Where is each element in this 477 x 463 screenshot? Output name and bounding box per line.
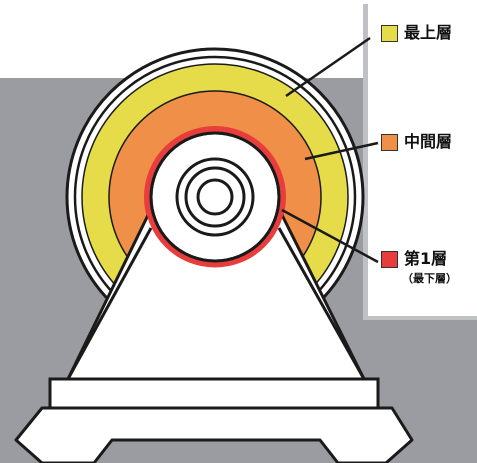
hub-ring-middle-front [184,166,246,228]
hub-disc-outline [149,131,281,263]
base-foot [14,406,414,463]
legend-item-middle-layer: 中間層 [381,132,452,152]
legend-item-top-layer: 最上層 [381,23,452,43]
middle-layer-label: 中間層 [404,132,453,151]
legend-item-first-layer: 第1層 （最下層） [381,249,457,286]
first-layer-ring [144,126,286,268]
leader-line-first-layer [281,208,379,264]
top-layer-swatch [381,25,398,42]
middle-layer-swatch [381,134,398,151]
support-right-leg [277,227,366,380]
support-left-leg [66,227,153,380]
top-layer-label: 最上層 [404,23,453,42]
leader-line-middle-layer [304,141,379,161]
base-plate [48,377,380,410]
hub-ring-outer-front [175,157,255,237]
first-layer-sub-label: （最下層） [402,272,457,285]
first-layer-label: 第1層 [404,249,448,268]
hub-ring-inner-front [196,178,234,216]
leader-line-top-layer [285,36,371,98]
first-layer-swatch [381,251,398,268]
